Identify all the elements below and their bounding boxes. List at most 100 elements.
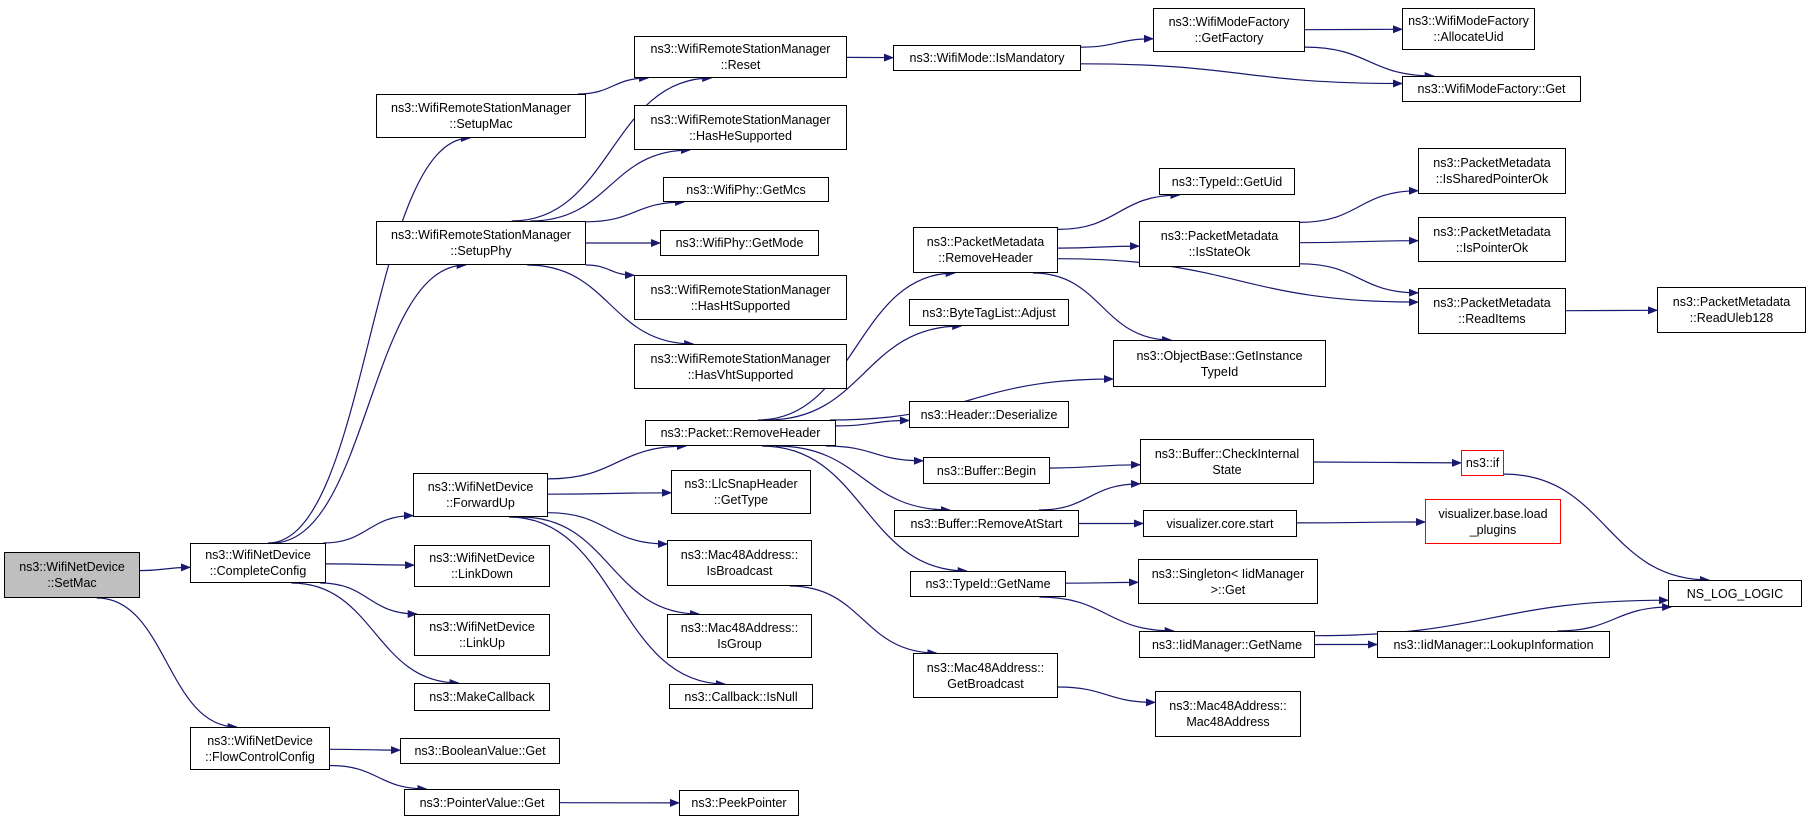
node-label: ::FlowControlConfig [205,749,315,764]
edge-pmremoveheader-to-getuid [1057,191,1181,230]
edge-pktremoveheader-to-removeatstart [775,445,951,514]
edge-flowcontrol-to-pointerget [329,764,428,793]
node-makecallback[interactable]: ns3::MakeCallback [414,683,550,711]
node-reset[interactable]: ns3::WifiRemoteStationManager::Reset [634,36,847,78]
node-forwardup[interactable]: ns3::WifiNetDevice::ForwardUp [413,473,548,517]
node-label: ns3::if [1465,456,1500,470]
edge-pmremoveheader-to-readitems [1057,258,1419,307]
node-label: ns3::WifiPhy::GetMode [675,236,804,250]
node-label: IsBroadcast [706,564,773,578]
node-setupphy[interactable]: ns3::WifiRemoteStationManager::SetupPhy [376,221,586,265]
node-label: ns3::WifiNetDevice [19,560,125,574]
node-label: ns3::PacketMetadata [1433,224,1551,239]
edge-ismandatory-to-factoryget [1080,63,1403,88]
node-begin[interactable]: ns3::Buffer::Begin [923,457,1050,484]
node-label: ns3::WifiRemoteStationManager [650,351,831,366]
edge-pktremoveheader-to-typeidgetname [761,445,968,575]
node-completeconfig[interactable]: ns3::WifiNetDevice::CompleteConfig [190,543,326,583]
node-label: ns3::PeekPointer [691,796,787,810]
node-linkdown[interactable]: ns3::WifiNetDevice::LinkDown [414,545,550,587]
node-label: ::ForwardUp [446,496,515,510]
node-ismandatory[interactable]: ns3::WifiMode::IsMandatory [893,45,1081,71]
node-label: ns3::Buffer::CheckInternal [1154,446,1300,461]
node-label: ns3::PacketMetadata [1672,295,1791,309]
node-pktremoveheader[interactable]: ns3::Packet::RemoveHeader [645,420,836,446]
node-singletonget[interactable]: ns3::Singleton< IidManager>::Get [1138,559,1318,604]
node-label: ::CompleteConfig [209,564,307,578]
node-ispointerok[interactable]: ns3::PacketMetadata::IsPointerOk [1418,217,1566,262]
node-label: ns3::Mac48Address:: [680,621,799,635]
node-label: NS_LOG_LOGIC [1686,586,1784,601]
node-typeidgetname[interactable]: ns3::TypeId::GetName [910,571,1066,597]
edge-pktremoveheader-to-pmremoveheader [757,269,956,421]
edge-completeconfig-to-setupphy [271,261,467,544]
node-label: TypeId [1200,364,1239,379]
node-label: ns3::WifiRemoteStationManager [650,282,831,297]
node-booleanget[interactable]: ns3::BooleanValue::Get [400,738,560,764]
node-isstateok[interactable]: ns3::PacketMetadata::IsStateOk [1139,221,1300,267]
edge-forwardup-to-isbroadcast [547,512,668,548]
node-hasht[interactable]: ns3::WifiRemoteStationManager::HasHtSupp… [634,275,847,320]
node-isbroadcast[interactable]: ns3::Mac48Address::IsBroadcast [667,540,812,586]
node-getmode[interactable]: ns3::WifiPhy::GetMode [660,230,819,256]
node-getuid[interactable]: ns3::TypeId::GetUid [1159,168,1295,195]
node-isgroup[interactable]: ns3::Mac48Address::IsGroup [667,614,812,658]
edge-setupphy-to-reset [511,74,713,222]
node-nsif[interactable]: ns3::if [1461,450,1504,476]
node-nsloglogic[interactable]: NS_LOG_LOGIC [1668,580,1802,607]
node-label: >::Get [1210,582,1246,597]
node-linkup[interactable]: ns3::WifiNetDevice::LinkUp [414,614,550,656]
node-label: IsGroup [717,637,762,651]
node-label: ::LinkUp [459,636,505,650]
node-llcgettype[interactable]: ns3::LlcSnapHeader::GetType [671,470,811,514]
node-lookupinformation[interactable]: ns3::IidManager::LookupInformation [1377,631,1610,658]
node-label: visualizer.base.load [1438,506,1548,521]
node-readitems[interactable]: ns3::PacketMetadata::ReadItems [1418,288,1566,334]
node-label: visualizer.core.start [1166,516,1274,531]
node-label: ::HasVhtSupported [687,367,794,382]
node-getmcs[interactable]: ns3::WifiPhy::GetMcs [663,177,829,202]
node-label: ns3::Mac48Address:: [926,660,1045,675]
node-allocateuid[interactable]: ns3::WifiModeFactory::AllocateUid [1402,8,1535,50]
node-label: ns3::WifiNetDevice [427,480,534,494]
node-factoryget[interactable]: ns3::WifiModeFactory::Get [1402,76,1581,102]
node-vizstart[interactable]: visualizer.core.start [1143,510,1297,537]
node-isnull[interactable]: ns3::Callback::IsNull [669,684,813,709]
edge-completeconfig-to-linkup [320,582,418,618]
node-adjust[interactable]: ns3::ByteTagList::Adjust [909,299,1069,326]
node-label: ns3::BooleanValue::Get [414,744,546,758]
node-label: ::AllocateUid [1433,30,1504,44]
node-peekpointer[interactable]: ns3::PeekPointer [679,790,799,816]
node-issharedpointerok[interactable]: ns3::PacketMetadata::IsSharedPointerOk [1418,148,1566,194]
node-pmremoveheader[interactable]: ns3::PacketMetadata::RemoveHeader [913,227,1058,273]
node-getbroadcast[interactable]: ns3::Mac48Address::GetBroadcast [913,653,1058,698]
node-iidgetname[interactable]: ns3::IidManager::GetName [1139,631,1315,658]
node-label: ns3::LlcSnapHeader [684,477,798,491]
node-label: ns3::WifiModeFactory::Get [1417,82,1566,96]
node-pointerget[interactable]: ns3::PointerValue::Get [404,789,560,816]
node-flowcontrol[interactable]: ns3::WifiNetDevice::FlowControlConfig [190,727,330,770]
node-label: ::LinkDown [451,567,513,581]
node-label: ::RemoveHeader [938,251,1033,265]
edge-forwardup-to-isgroup [520,516,701,618]
node-deserialize[interactable]: ns3::Header::Deserialize [909,401,1069,428]
node-mac48address[interactable]: ns3::Mac48Address::Mac48Address [1155,691,1301,737]
node-getfactory[interactable]: ns3::WifiModeFactory::GetFactory [1153,8,1305,52]
edge-nsif-to-nsloglogic [1503,473,1710,584]
node-hashe[interactable]: ns3::WifiRemoteStationManager::HasHeSupp… [634,105,847,150]
node-label: ns3::WifiRemoteStationManager [391,228,571,242]
node-label: ::SetMac [47,576,97,590]
edge-flowcontrol-to-booleanget [329,746,401,755]
node-setupmac[interactable]: ns3::WifiRemoteStationManager::SetupMac [376,94,586,138]
node-readuleb128[interactable]: ns3::PacketMetadata::ReadUleb128 [1657,287,1806,333]
node-loadplugins[interactable]: visualizer.base.load_plugins [1425,499,1561,544]
node-removeatstart[interactable]: ns3::Buffer::RemoveAtStart [894,510,1079,537]
node-label: ns3::Mac48Address:: [1169,699,1287,713]
edge-pmremoveheader-to-isstateok [1057,242,1140,251]
node-hasvht[interactable]: ns3::WifiRemoteStationManager::HasVhtSup… [634,344,847,389]
node-setmac[interactable]: ns3::WifiNetDevice::SetMac [4,552,140,598]
